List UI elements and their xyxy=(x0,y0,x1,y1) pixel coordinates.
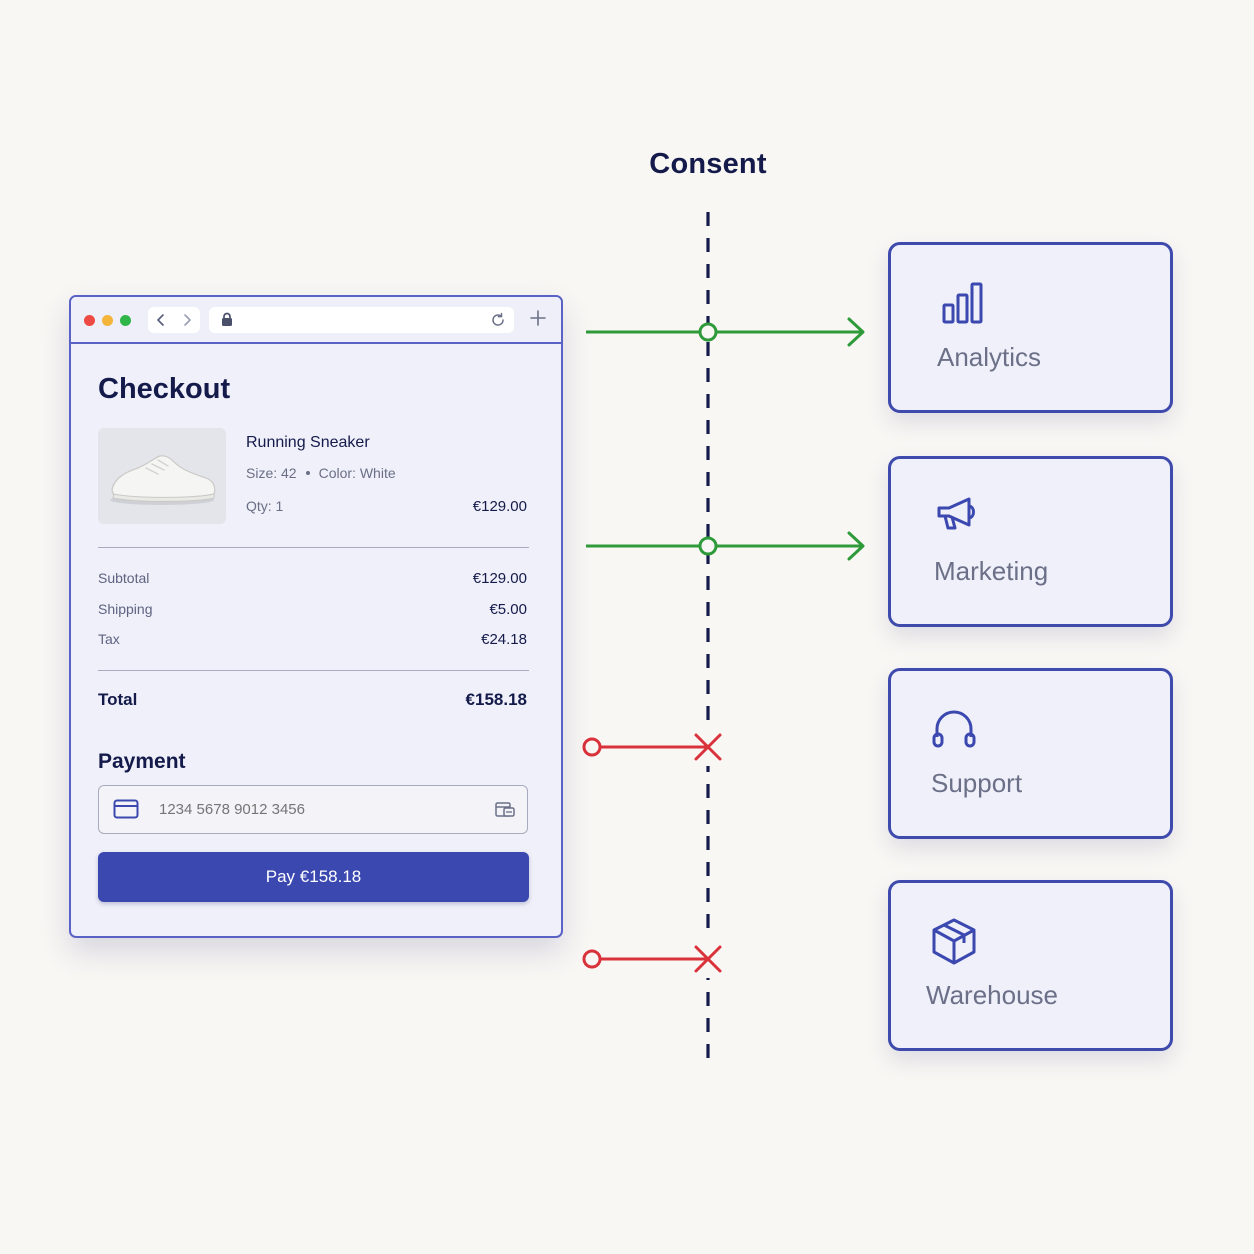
divider xyxy=(98,670,529,671)
divider xyxy=(98,547,529,548)
browser-toolbar xyxy=(71,297,561,344)
box-icon xyxy=(932,918,976,965)
connector-warehouse-blocked xyxy=(582,940,726,978)
sneaker-image xyxy=(110,455,216,505)
chevron-right-icon xyxy=(184,314,191,326)
meta-separator-dot xyxy=(305,470,310,475)
tax-label: Tax xyxy=(98,631,120,647)
card-number-input[interactable] xyxy=(159,801,459,818)
product-size: Size: 42 xyxy=(246,465,297,481)
window-close-dot[interactable] xyxy=(84,315,95,326)
chevron-left-icon xyxy=(157,314,164,326)
product-image xyxy=(98,428,226,524)
forward-button[interactable] xyxy=(174,307,200,333)
shipping-value: €5.00 xyxy=(489,601,527,618)
browser-window: Checkout Running Sneaker Size: 42 Color: … xyxy=(69,295,563,938)
new-tab-plus-icon[interactable] xyxy=(529,309,547,327)
credit-card-icon xyxy=(113,799,139,819)
wallet-icon[interactable] xyxy=(495,800,515,818)
pay-button[interactable]: Pay €158.18 xyxy=(98,852,529,902)
destination-label-marketing: Marketing xyxy=(934,556,1049,586)
reload-icon[interactable] xyxy=(490,312,506,328)
product-price: €129.00 xyxy=(472,498,527,515)
total-value: €158.18 xyxy=(465,690,527,709)
consent-title: Consent xyxy=(649,148,767,180)
connector-marketing-allowed xyxy=(586,531,865,561)
payment-title: Payment xyxy=(98,750,186,773)
window-minimize-dot[interactable] xyxy=(102,315,113,326)
product-name: Running Sneaker xyxy=(246,434,370,451)
connector-analytics-allowed xyxy=(586,317,865,347)
total-label: Total xyxy=(98,690,138,709)
connector-support-blocked xyxy=(582,728,726,766)
destination-card-warehouse: Warehouse xyxy=(888,880,1173,1051)
lock-icon xyxy=(222,312,232,326)
card-number-field[interactable] xyxy=(98,785,528,834)
destination-card-marketing: Marketing xyxy=(888,456,1173,627)
destination-label-support: Support xyxy=(931,768,1023,798)
destination-card-analytics: Analytics xyxy=(888,242,1173,413)
destination-label-warehouse: Warehouse xyxy=(926,980,1058,1010)
back-button[interactable] xyxy=(148,307,174,333)
megaphone-icon xyxy=(937,497,975,530)
tax-value: €24.18 xyxy=(481,631,527,648)
destination-card-support: Support xyxy=(888,668,1173,839)
subtotal-value: €129.00 xyxy=(472,570,527,587)
subtotal-label: Subtotal xyxy=(98,570,150,586)
product-color: Color: White xyxy=(318,465,396,481)
shipping-label: Shipping xyxy=(98,601,153,617)
window-maximize-dot[interactable] xyxy=(120,315,131,326)
checkout-title: Checkout xyxy=(98,373,231,405)
bar-chart-icon xyxy=(942,282,983,324)
navigation-buttons xyxy=(148,307,200,333)
address-bar[interactable] xyxy=(209,307,514,333)
destination-label-analytics: Analytics xyxy=(937,342,1042,372)
product-quantity: Qty: 1 xyxy=(246,498,284,514)
product-meta: Size: 42 Color: White xyxy=(246,465,396,481)
headphones-icon xyxy=(932,710,976,748)
